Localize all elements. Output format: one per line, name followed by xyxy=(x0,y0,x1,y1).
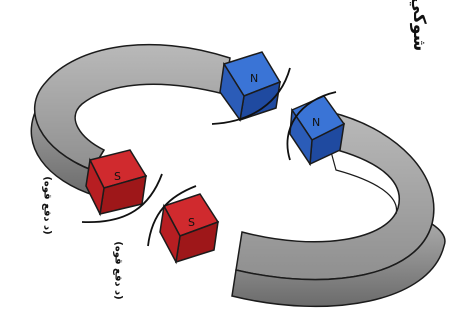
upper-north-letter: N xyxy=(250,72,258,85)
left-force-label: (د دفع قوه) xyxy=(41,176,53,235)
arc-north-lower-right xyxy=(286,91,337,161)
upper-north-pole: N xyxy=(219,51,282,122)
field-arcs xyxy=(81,67,337,247)
lower-magnet xyxy=(231,111,446,308)
arc-north-upper-left xyxy=(211,67,291,125)
arc-south-right xyxy=(147,185,197,247)
top-right-label: شوكي xyxy=(409,0,430,52)
arc-south-left xyxy=(81,173,163,223)
bottom-force-label: (د دفع قوه) xyxy=(112,241,124,300)
lower-south-letter: S xyxy=(188,216,195,229)
upper-south-letter: S xyxy=(114,170,121,183)
lower-north-pole: N xyxy=(289,95,346,167)
lower-north-letter: N xyxy=(312,116,320,129)
lower-south-pole: S xyxy=(159,193,220,265)
upper-south-pole: S xyxy=(85,149,148,217)
